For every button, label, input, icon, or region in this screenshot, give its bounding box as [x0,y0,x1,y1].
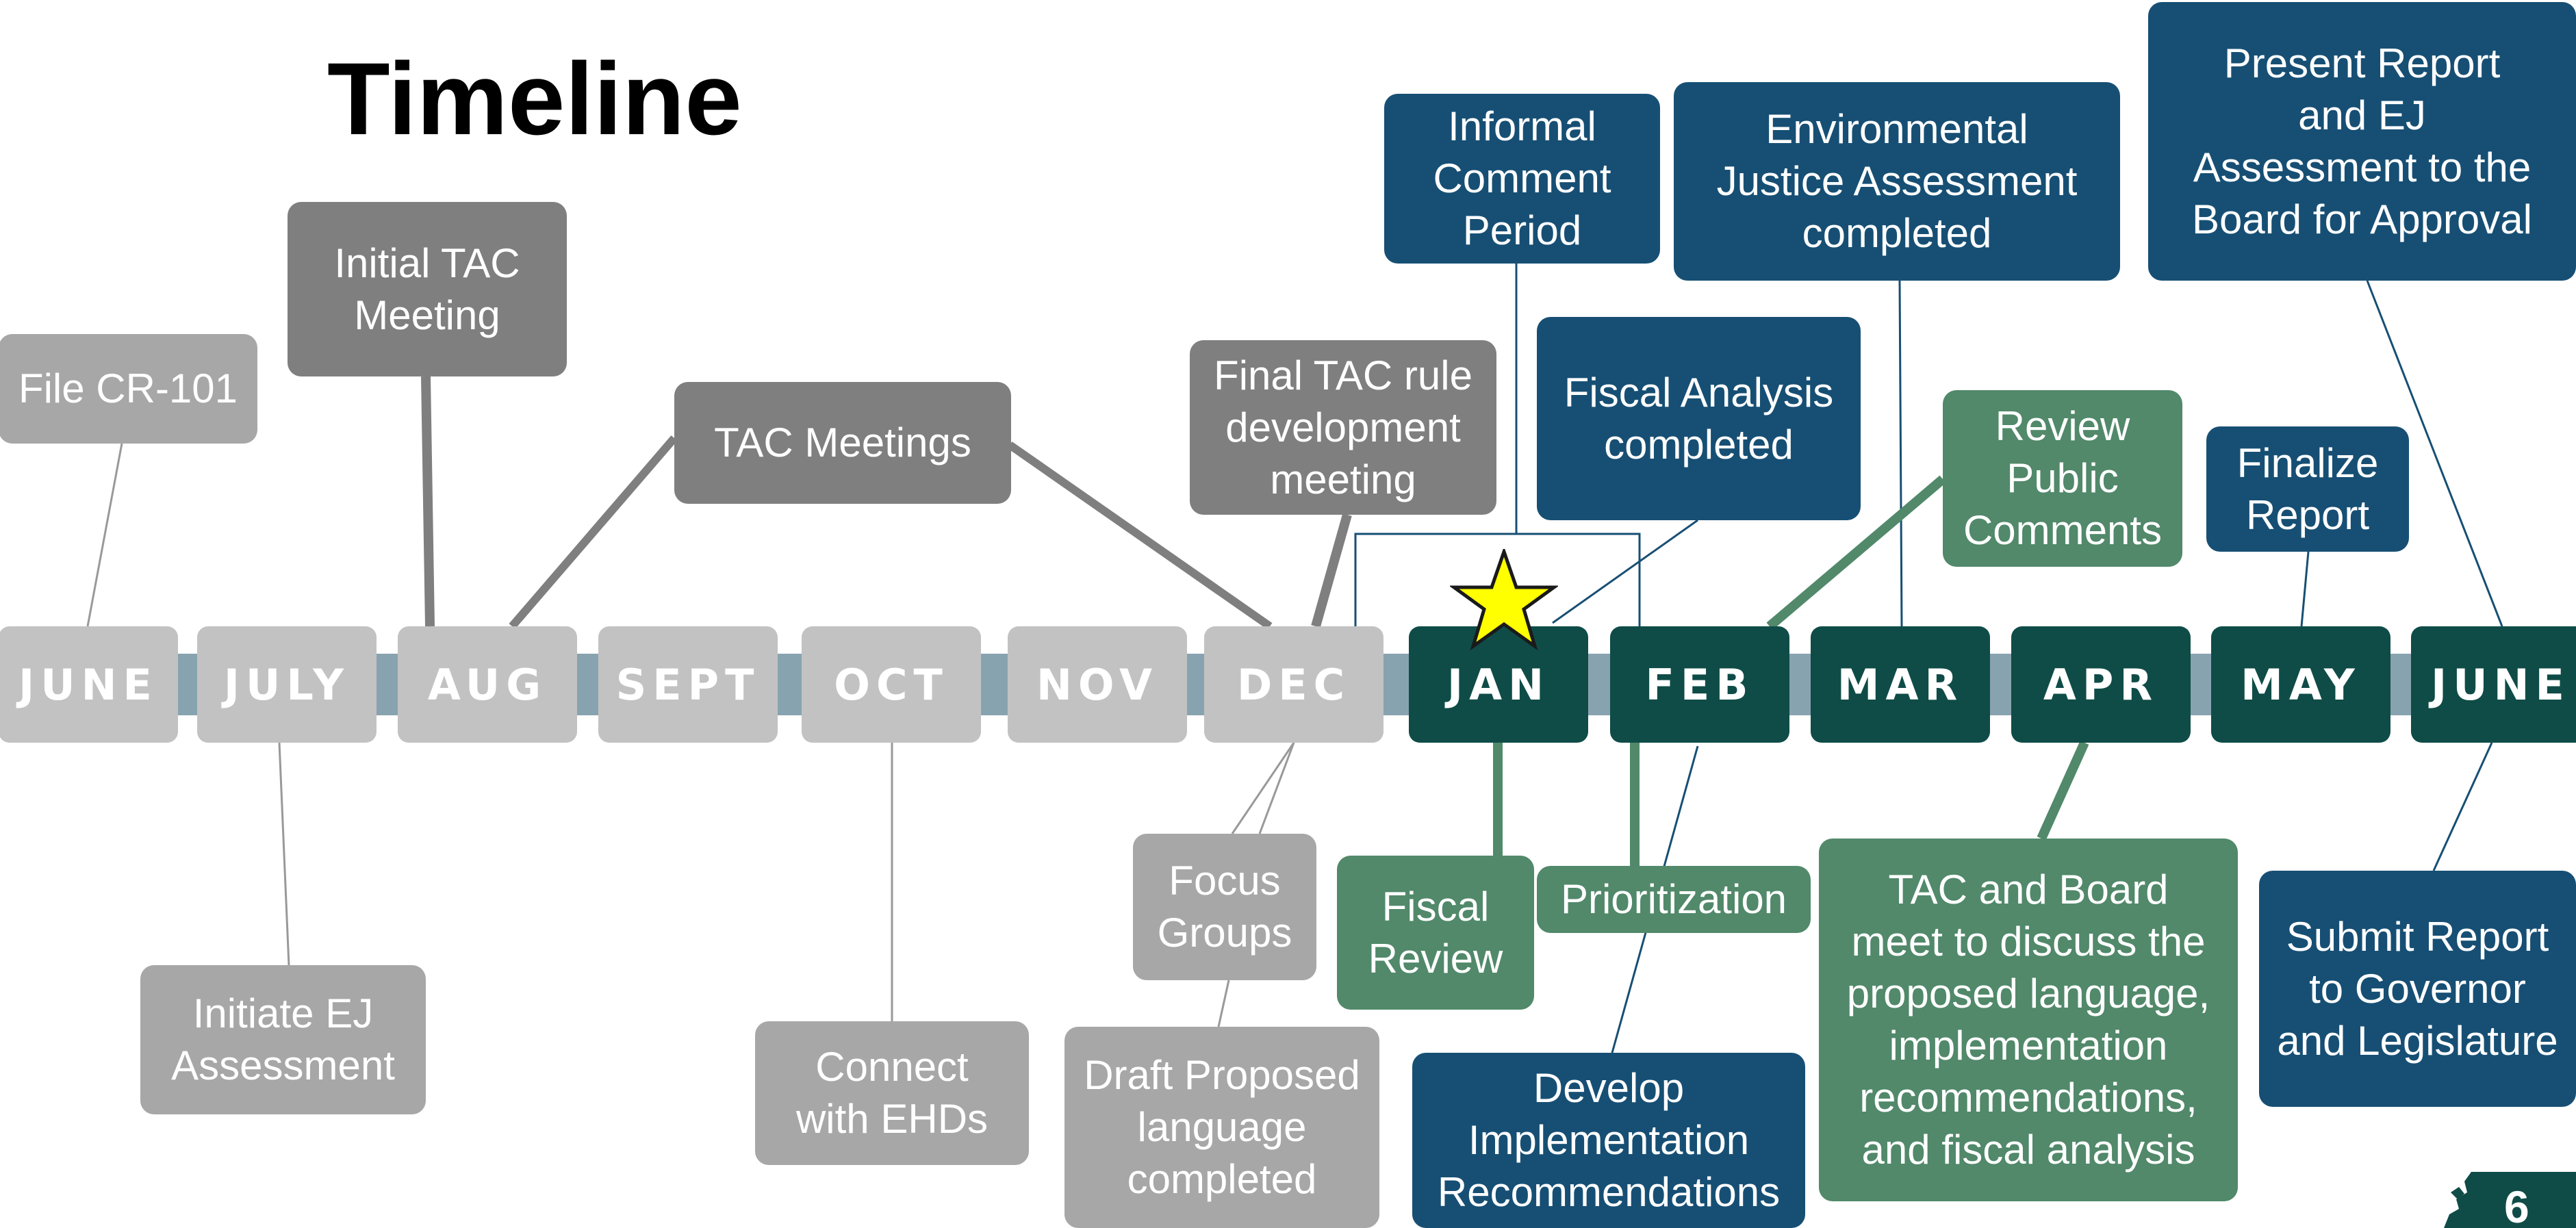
connector-submit-report [2432,742,2493,871]
milestone-informal-comment: Informal Comment Period [1384,94,1660,264]
connector-tac-meetings-dec [1007,442,1273,630]
milestone-review-public: Review Public Comments [1943,390,2182,567]
month-jul: JULY [197,626,377,743]
connector-finalize-report [2300,551,2310,627]
milestone-fiscal-review: Fiscal Review [1337,856,1534,1010]
milestone-tac-meetings: TAC Meetings [674,382,1011,504]
month-aug: AUG [398,626,577,743]
connector-tac-board [2037,741,2089,841]
milestone-initiate-ej: Initiate EJ Assessment [140,965,426,1114]
milestone-label: Develop Implementation Recommendations [1437,1065,1781,1215]
month-sept: SEPT [598,626,778,743]
milestone-label: Draft Proposed language completed [1084,1052,1360,1202]
milestone-label: Final TAC rule development meeting [1214,352,1472,502]
milestone-label: Connect with EHDs [795,1044,989,1142]
month-mar: MAR [1811,626,1990,743]
milestone-prioritization: Prioritization [1537,866,1811,933]
milestone-finalize-report: Finalize Report [2206,426,2409,552]
milestone-file-cr101: File CR-101 [0,334,257,444]
connector-present-report [2366,280,2503,627]
connector-focus-groups-a [1231,742,1295,834]
milestone-present-report: Present Report and EJ Assessment to the … [2148,2,2576,281]
month-feb: FEB [1610,626,1789,743]
month-apr: APR [2011,626,2191,743]
milestone-focus-groups: Focus Groups [1133,834,1316,980]
connector-initiate-ej [278,742,290,966]
milestone-label: Submit Report to Governor and Legislatur… [2277,913,2558,1064]
connector-focus-groups-b [1258,742,1295,834]
connector-initial-tac [421,376,435,627]
milestone-label: TAC and Board meet to discuss the propos… [1846,867,2210,1173]
milestone-label: Environmental Justice Assessment complet… [1716,106,2078,256]
milestone-tac-board: TAC and Board meet to discuss the propos… [1819,839,2238,1201]
connector-final-tac [1311,513,1352,628]
milestone-connect-ehds: Connect with EHDs [755,1021,1029,1165]
month-oct: OCT [802,626,981,743]
milestone-label: Review Public Comments [1963,403,2163,553]
milestone-label: Focus Groups [1157,858,1292,956]
milestone-label: Fiscal Review [1368,883,1503,982]
milestone-final-tac: Final TAC rule development meeting [1190,340,1496,515]
month-may: MAY [2211,626,2390,743]
month-nov: NOV [1008,626,1187,743]
connector-file-cr101 [86,443,123,627]
page-number: 6 [2504,1181,2529,1228]
month-jan: JAN [1409,626,1588,743]
month-dec: DEC [1204,626,1383,743]
milestone-label: Finalize Report [2236,439,2379,538]
milestone-draft-language: Draft Proposed language completed [1064,1027,1379,1228]
milestone-label: Initiate EJ Assessment [171,990,395,1088]
connector-ej-assessment [1898,280,1903,627]
milestone-label: Initial TAC Meeting [334,240,520,338]
star-icon [1450,549,1558,651]
milestone-label: Fiscal Analysis completed [1564,369,1834,468]
month-jun: JUNE [0,626,178,743]
slide-title: Timeline [327,41,742,156]
milestone-develop-impl: Develop Implementation Recommendations [1412,1053,1805,1228]
month-jun-next: JUNE [2411,626,2576,743]
milestone-label: Informal Comment Period [1433,103,1611,253]
connector-tac-meetings-aug [509,435,678,629]
milestone-label: TAC Meetings [714,420,971,465]
milestone-initial-tac: Initial TAC Meeting [288,202,567,376]
milestone-label: File CR-101 [18,366,238,411]
washington-state-icon [2444,1172,2576,1228]
connector-review-public [1766,475,1946,630]
milestone-submit-report: Submit Report to Governor and Legislatur… [2259,871,2576,1107]
milestone-fiscal-analysis: Fiscal Analysis completed [1537,317,1861,520]
connector-draft-language [1217,980,1230,1027]
milestone-ej-assessment: Environmental Justice Assessment complet… [1674,82,2120,281]
connector-fiscal-analysis [1552,519,1698,624]
milestone-label: Present Report and EJ Assessment to the … [2192,40,2532,242]
milestone-label: Prioritization [1560,876,1787,922]
connector-informal-comment [1354,533,1641,626]
